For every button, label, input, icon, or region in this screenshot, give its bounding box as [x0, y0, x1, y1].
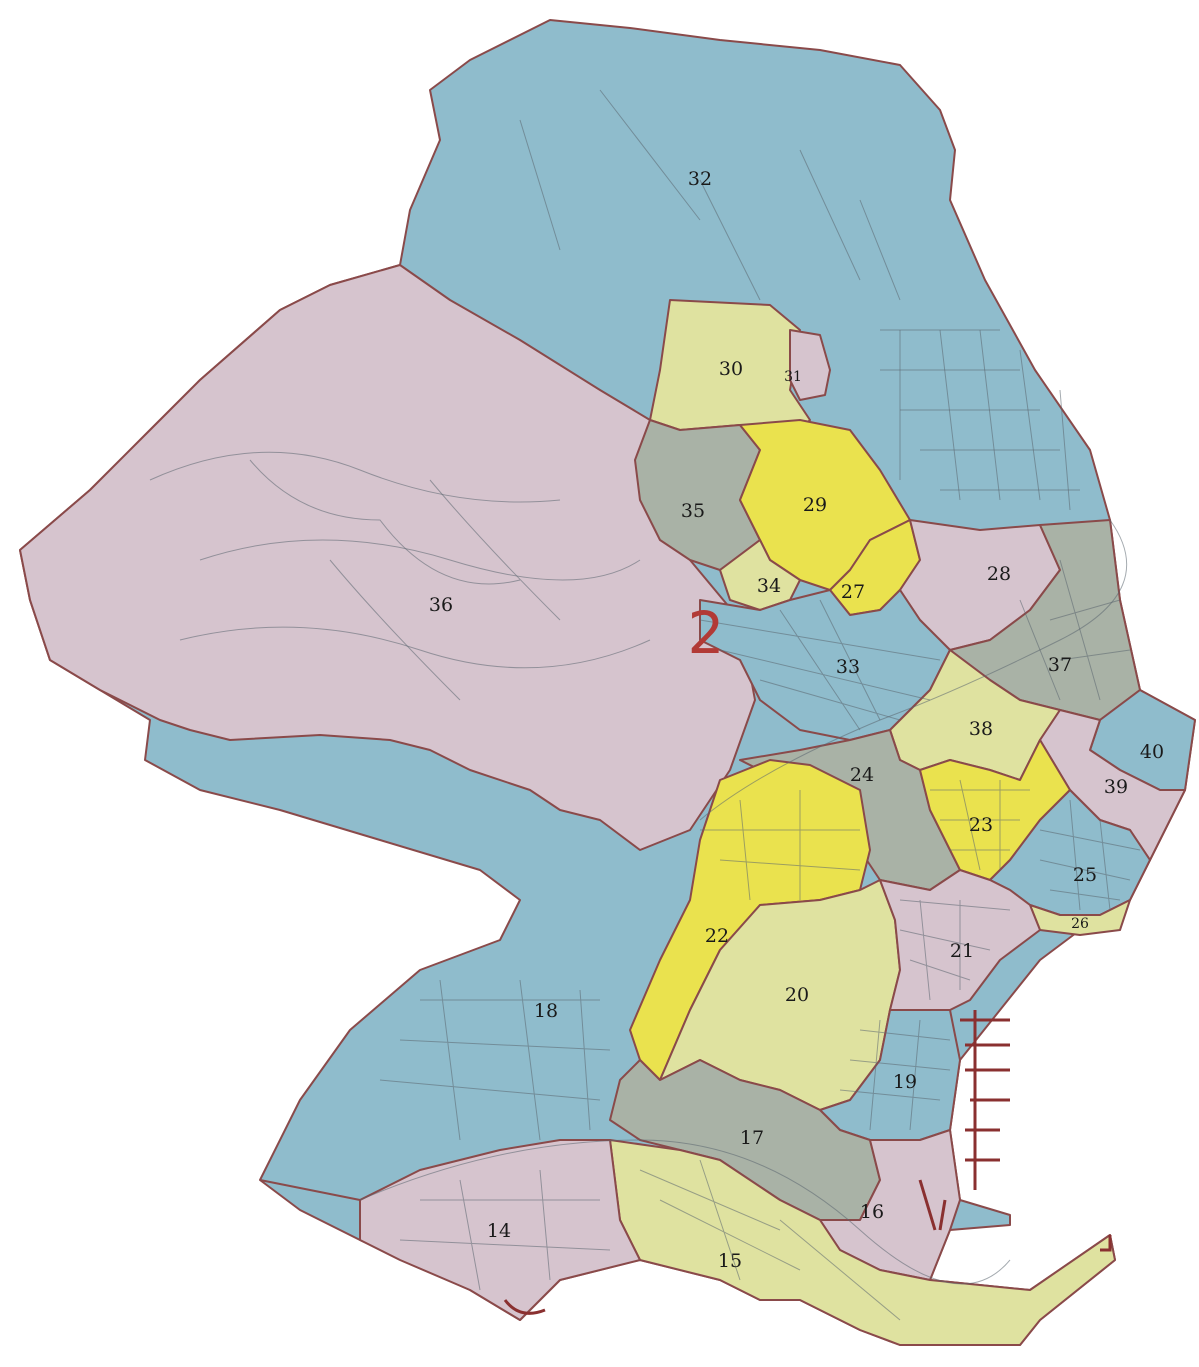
- zone-14-area[interactable]: [359, 1139, 641, 1321]
- district-number-label: 2: [688, 599, 725, 667]
- zone-17-label: 17: [740, 1127, 764, 1149]
- zone-37-label: 37: [1048, 654, 1072, 676]
- zone-15-label: 15: [718, 1250, 742, 1272]
- zone-29-label: 29: [803, 494, 827, 516]
- zone-labels: 14 15 16 17 18 19 20 21 22 23 24 25 26 2…: [429, 168, 1164, 1272]
- zone-22-label: 22: [705, 925, 729, 947]
- zone-39-label: 39: [1104, 776, 1128, 798]
- zone-36-label: 36: [429, 594, 453, 616]
- zone-32-label: 32: [688, 168, 712, 190]
- zone-40-label: 40: [1140, 741, 1164, 763]
- harbor-piers: [503, 1010, 1112, 1315]
- zone-34-label: 34: [757, 575, 781, 597]
- zone-18-label: 18: [534, 1000, 558, 1022]
- zone-26-area[interactable]: [1029, 899, 1131, 936]
- zone-16-label: 16: [860, 1201, 884, 1223]
- zone-31-area[interactable]: [789, 329, 831, 401]
- zone-38-label: 38: [969, 718, 993, 740]
- zone-30-label: 30: [719, 358, 743, 380]
- zone-24-label: 24: [850, 764, 874, 786]
- zone-23-label: 23: [969, 814, 993, 836]
- zone-27-label: 27: [841, 581, 865, 603]
- zone-19-label: 19: [893, 1071, 917, 1093]
- zone-25-label: 25: [1073, 864, 1097, 886]
- zone-20-label: 20: [785, 984, 809, 1006]
- zone-26-label: 26: [1071, 916, 1089, 932]
- zone-34-area[interactable]: [719, 539, 801, 611]
- zone-28-label: 28: [987, 563, 1011, 585]
- zone-31-label: 31: [784, 369, 802, 385]
- zone-35-label: 35: [681, 500, 705, 522]
- street-network: [149, 89, 1141, 1321]
- zone-33-label: 33: [836, 656, 860, 678]
- zone-14-label: 14: [487, 1220, 511, 1242]
- zone-21-label: 21: [950, 940, 974, 962]
- zone-15-area[interactable]: [609, 1139, 1116, 1346]
